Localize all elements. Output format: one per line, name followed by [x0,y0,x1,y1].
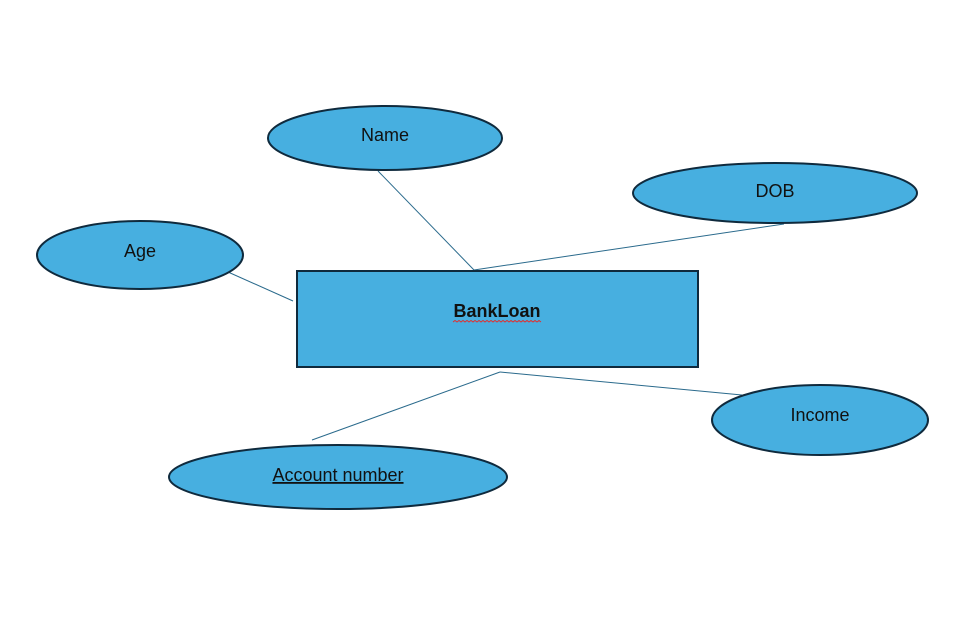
attribute-account-number[interactable]: Account number [168,444,508,510]
attribute-name-label: Name [361,125,409,145]
entity-label: BankLoan [453,301,540,321]
attribute-name[interactable]: Name [267,105,503,171]
attribute-account-number-ellipse [168,444,508,510]
spell-check-underline [452,319,542,323]
attribute-dob-label: DOB [755,181,794,201]
attribute-age-ellipse [36,220,244,290]
attribute-age[interactable]: Age [36,220,244,290]
connector-age [227,271,294,302]
attribute-age-label: Age [124,241,156,261]
connector-dob [473,223,785,271]
attribute-dob[interactable]: DOB [632,162,918,224]
connector-name [377,170,475,271]
attribute-income-ellipse [711,384,929,456]
attribute-income[interactable]: Income [711,384,929,456]
entity-box [296,270,699,368]
connector-account-number [311,371,501,441]
attribute-dob-ellipse [632,162,918,224]
attribute-name-ellipse [267,105,503,171]
entity-bankloan[interactable]: BankLoan [296,270,699,368]
attribute-income-label: Income [790,405,849,425]
connector-income [499,371,743,396]
attribute-account-number-label: Account number [272,465,403,485]
